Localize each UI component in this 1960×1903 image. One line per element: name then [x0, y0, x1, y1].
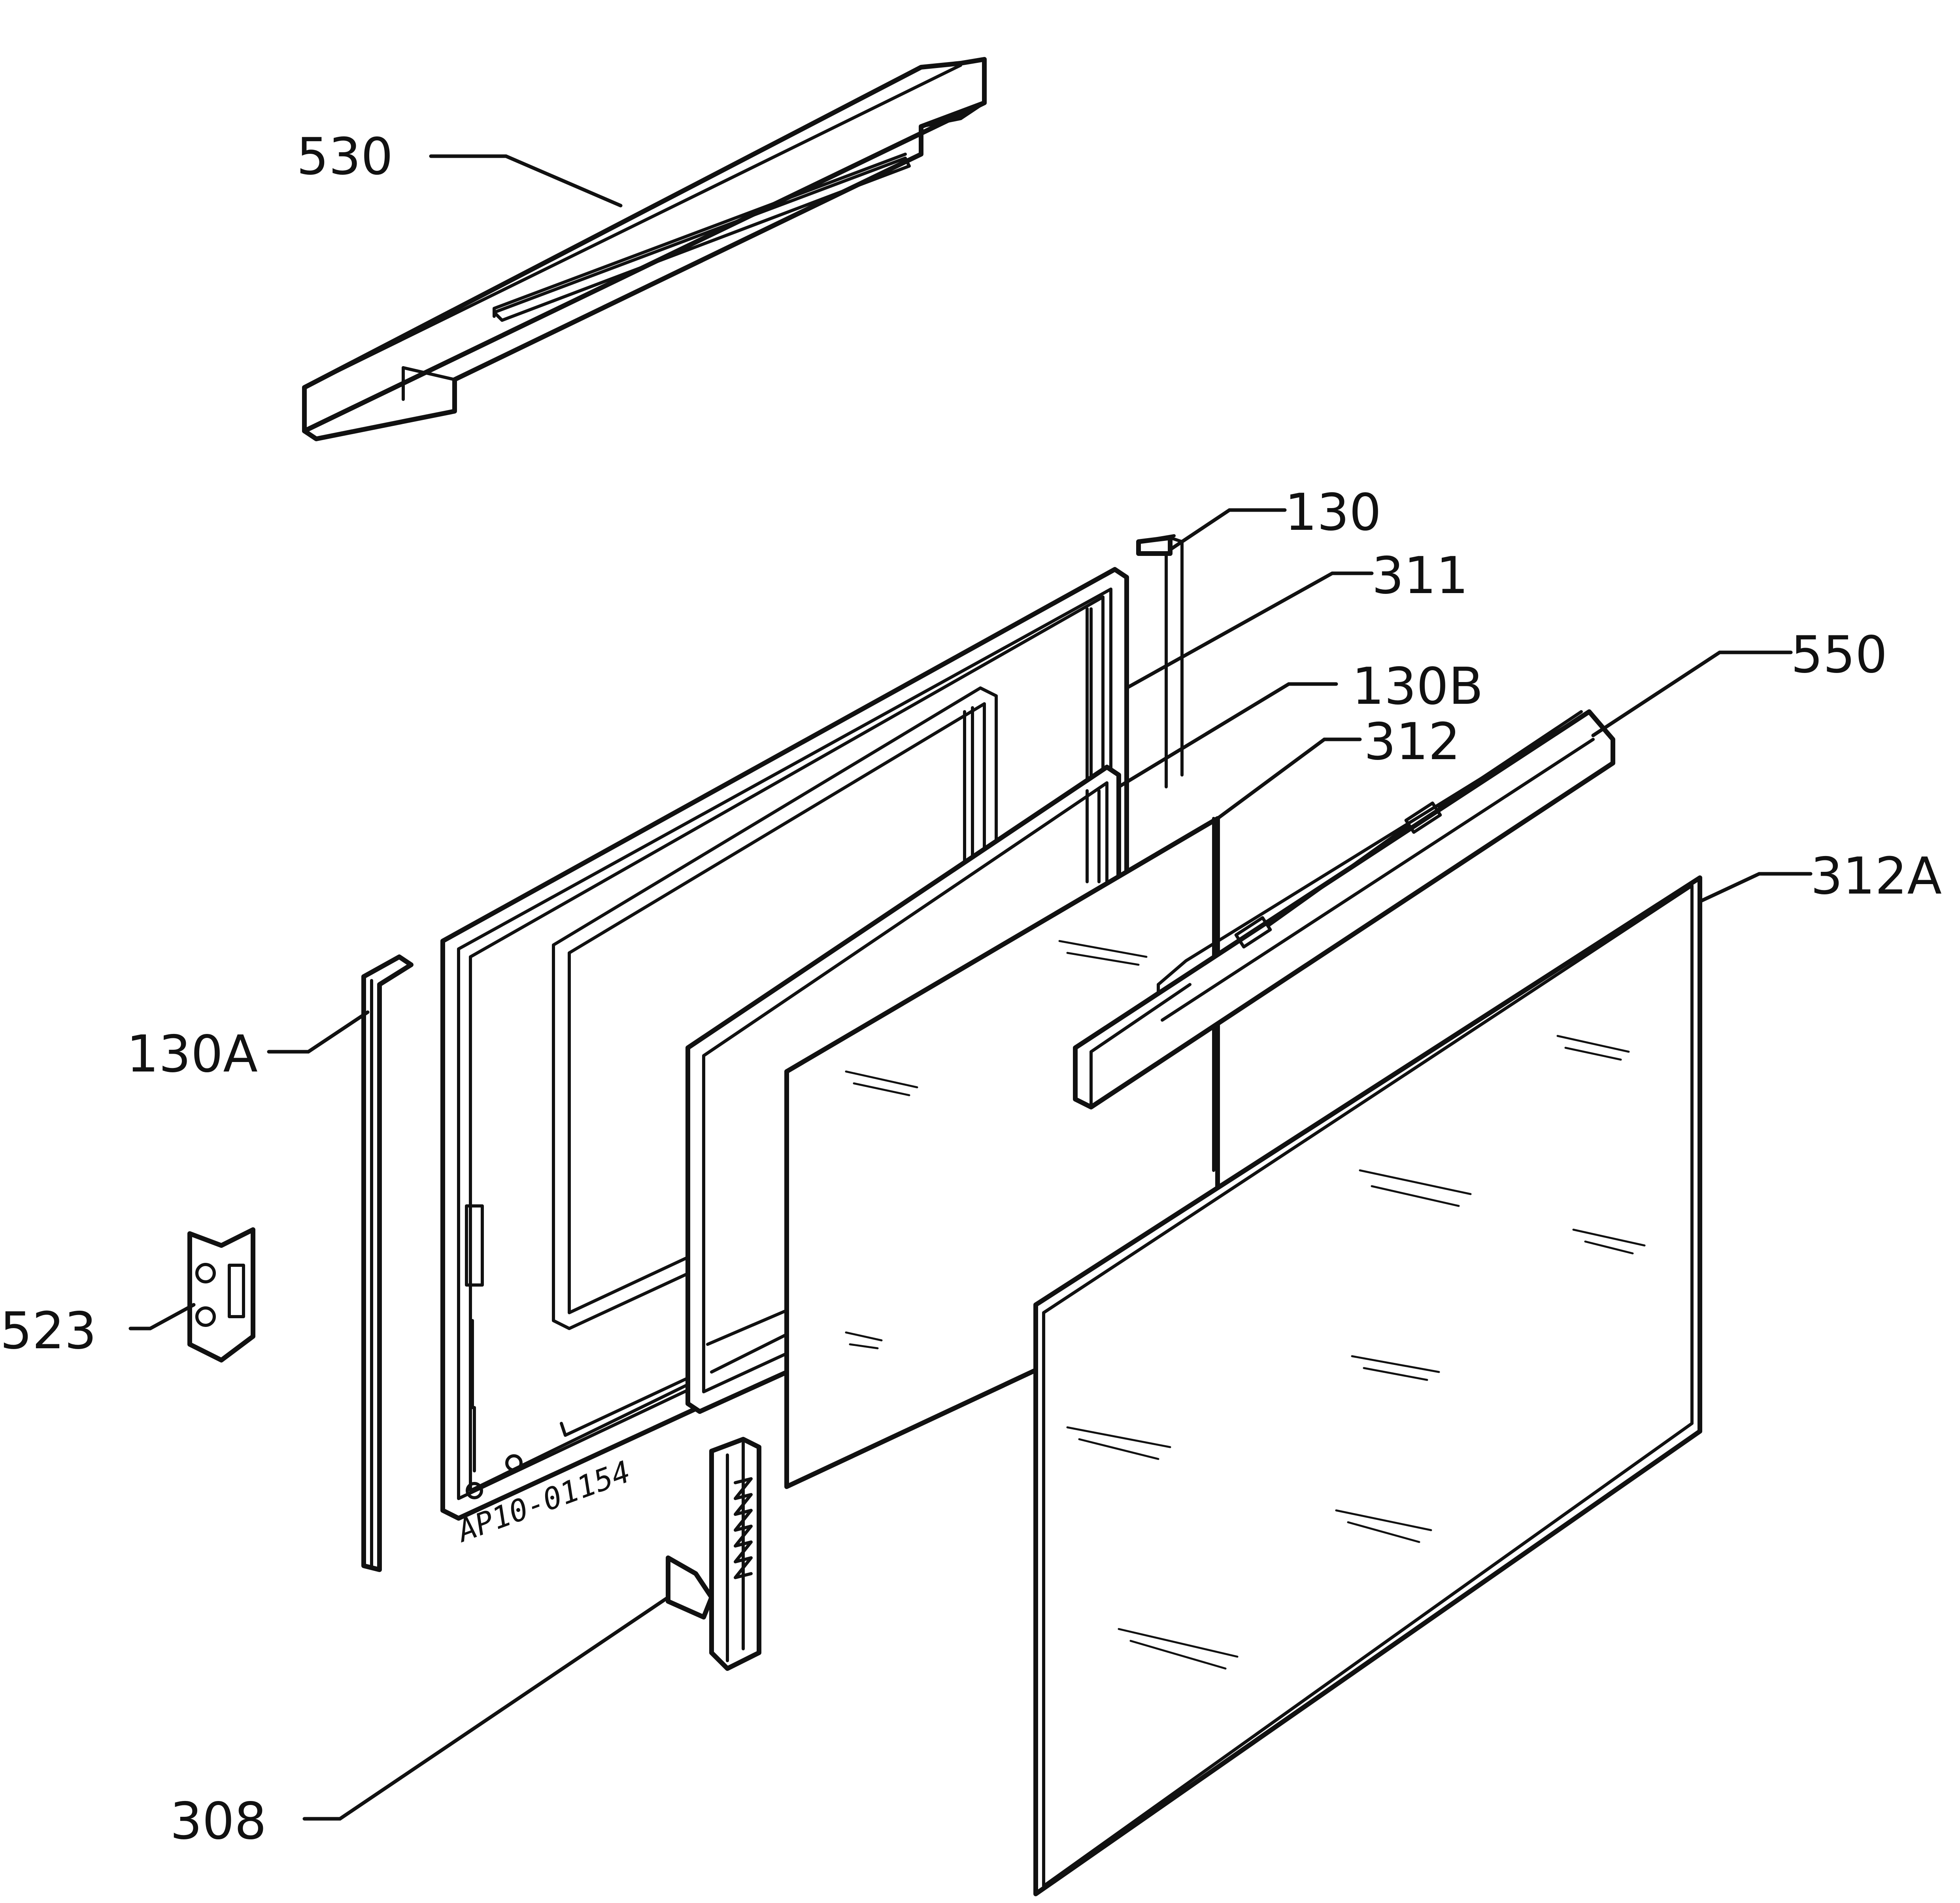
label-312: 312 [1364, 712, 1460, 771]
label-550: 550 [1791, 626, 1887, 684]
label-523: 523 [0, 1302, 96, 1361]
label-311: 311 [1372, 546, 1468, 605]
leader-lines [128, 154, 1813, 1821]
part-308-hinge [666, 1437, 761, 1671]
label-312a: 312A [1811, 847, 1942, 906]
part-550-handle-rail [1073, 709, 1615, 1109]
label-130a: 130A [127, 1025, 258, 1084]
label-130b: 130B [1352, 657, 1483, 716]
part-312a-outer-glass [1033, 875, 1702, 1896]
label-308: 308 [170, 1792, 266, 1851]
part-530-top-trim [302, 57, 987, 441]
label-130: 130 [1285, 483, 1381, 542]
label-530: 530 [296, 127, 393, 186]
part-130a-left-seal [361, 954, 414, 1572]
part-523-hinge-bracket [187, 1227, 255, 1363]
